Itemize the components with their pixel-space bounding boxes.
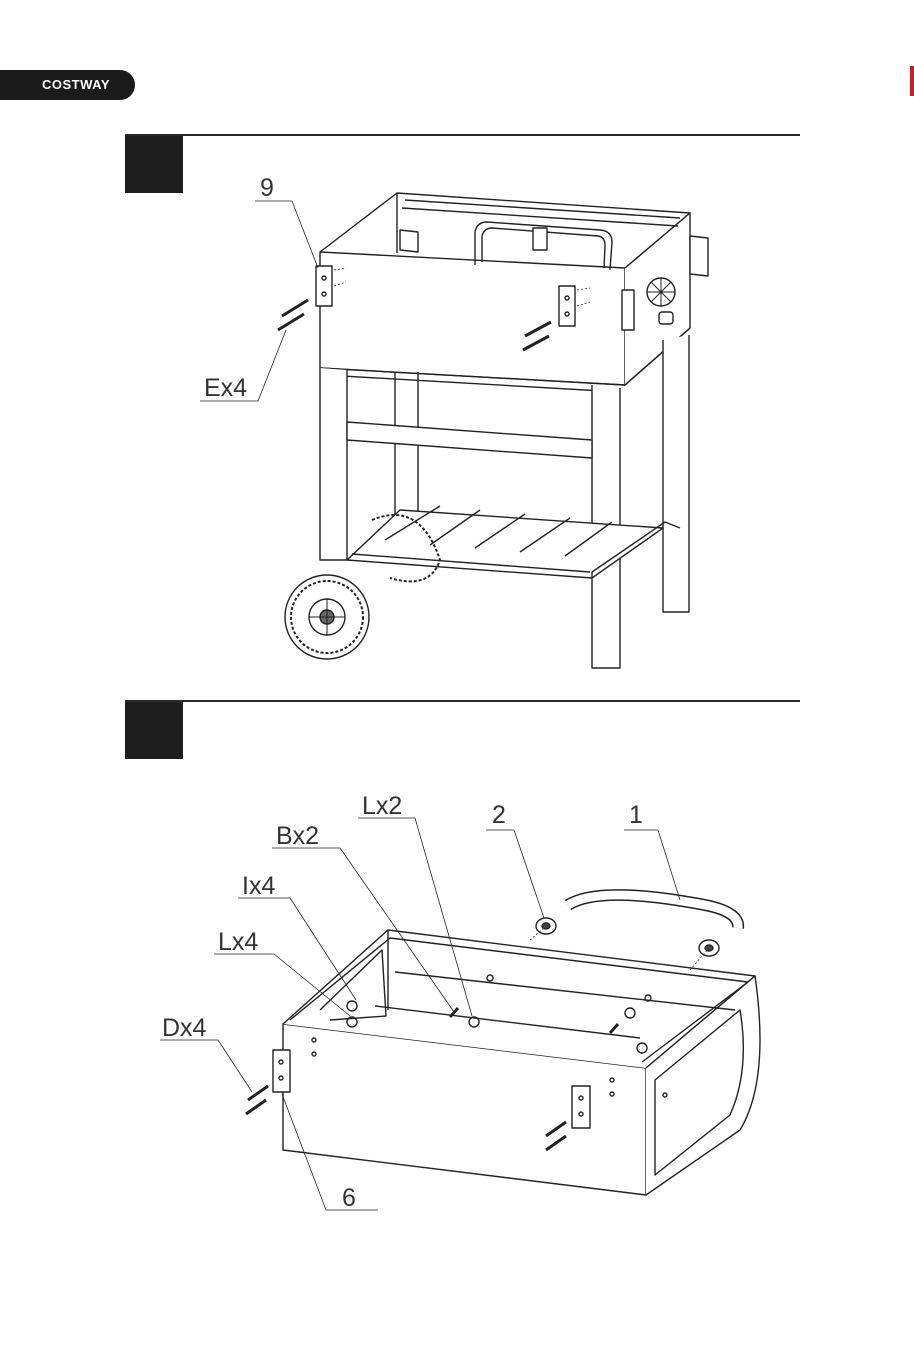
callout-bolt-b: Bx2 [276, 824, 319, 849]
callout-screw-e: Ex4 [204, 376, 247, 401]
callout-washer-l2: Lx2 [362, 794, 402, 819]
callout-part-2: 2 [492, 803, 506, 828]
callout-part-9: 9 [260, 176, 274, 201]
callout-washer-l4: Lx4 [218, 930, 258, 955]
callout-screw-d: Dx4 [162, 1016, 206, 1041]
callout-nut-i: Ix4 [242, 874, 275, 899]
callout-part-1: 1 [629, 803, 643, 828]
callout-part-6: 6 [342, 1186, 356, 1211]
